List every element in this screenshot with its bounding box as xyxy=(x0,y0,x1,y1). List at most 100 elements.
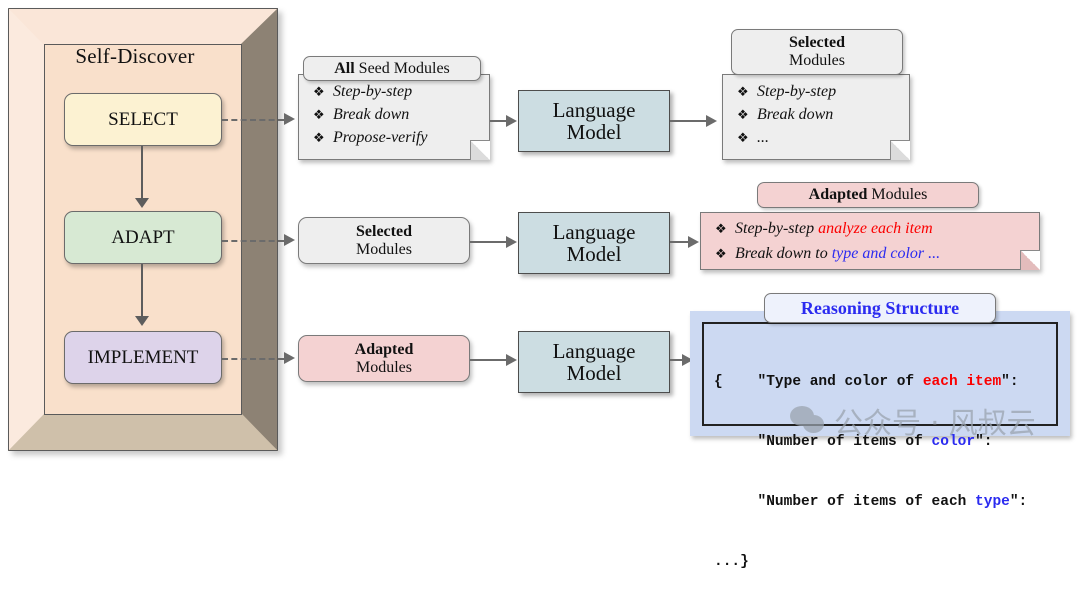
code-seg-accent: each item xyxy=(922,374,1002,390)
arrow-lm1-to-selected-head xyxy=(706,115,717,127)
bullet-icon: ❖ xyxy=(715,221,727,236)
stage-implement-label: IMPLEMENT xyxy=(87,346,199,368)
adapted-item-2-accent: type and color ... xyxy=(831,245,941,262)
arrow-adapt-to-implement-head xyxy=(135,316,149,326)
code-seg: ": xyxy=(1001,374,1019,390)
dashed-connector-implement xyxy=(222,358,284,360)
seed-module-3: Propose-verify xyxy=(333,129,428,146)
language-model-box-3: Language Model xyxy=(518,331,670,393)
reasoning-structure-code: { "Type and color of each item": "Number… xyxy=(702,322,1058,570)
list-item: ❖ Propose-verify xyxy=(299,130,489,146)
selected-modules-note: ❖ Step-by-step ❖ Break down ❖ ... xyxy=(722,74,910,160)
folded-corner-icon xyxy=(890,140,910,160)
stage-select-label: SELECT xyxy=(108,108,178,130)
bullet-icon: ❖ xyxy=(737,84,749,99)
arrow-lm2-to-adapted-head xyxy=(688,236,699,248)
arrow-select-to-adapt-head xyxy=(135,198,149,208)
stage-adapt[interactable]: ADAPT xyxy=(64,211,222,264)
arrow-select-to-adapt xyxy=(141,146,143,199)
adapted-modules-title: Adapted Modules xyxy=(757,182,979,208)
list-item: ❖ Step-by-step xyxy=(723,84,909,100)
arrow-lm3-to-reasoning xyxy=(670,359,684,361)
adapted-modules-input-box: Adapted Modules xyxy=(298,335,470,382)
arrow-lm3-to-reasoning-head xyxy=(682,354,693,366)
diagram-canvas: Self-Discover SELECT ADAPT IMPLEMENT ❖ S… xyxy=(8,8,1070,570)
code-seg: "Number of items of each xyxy=(714,494,976,510)
bullet-icon: ❖ xyxy=(737,107,749,122)
selected-module-2: Break down xyxy=(757,106,834,123)
arrow-lm2-to-adapted xyxy=(670,241,690,243)
arrow-selected-to-lm2-head xyxy=(506,236,517,248)
folded-corner-icon xyxy=(1020,250,1040,270)
folded-corner-icon xyxy=(470,140,490,160)
list-item: ❖ ... xyxy=(723,130,909,146)
bullet-icon: ❖ xyxy=(313,84,325,99)
code-seg: "Number of items of xyxy=(714,434,932,450)
stage-select[interactable]: SELECT xyxy=(64,93,222,146)
all-seed-modules-note: ❖ Step-by-step ❖ Break down ❖ Propose-ve… xyxy=(298,74,490,160)
code-line-4: ...} xyxy=(714,552,1056,572)
arrow-seed-to-lm1-head xyxy=(506,115,517,127)
language-model-box-2: Language Model xyxy=(518,212,670,274)
dashed-arrowhead-implement xyxy=(284,352,295,364)
selected-input-line2: Modules xyxy=(356,240,412,258)
code-seg: ...} xyxy=(714,554,749,570)
list-item: ❖ Break down xyxy=(723,107,909,123)
title-rest-part: Seed Modules xyxy=(354,59,450,77)
bullet-icon: ❖ xyxy=(313,107,325,122)
bullet-icon: ❖ xyxy=(313,130,325,145)
lm3-line2: Model xyxy=(566,361,622,385)
adapted-item-1-accent: analyze each item xyxy=(818,220,933,237)
adapted-item-2-plain: Break down to xyxy=(735,245,832,262)
frame-bevel-right xyxy=(241,8,278,451)
lm2-line1: Language xyxy=(552,219,636,244)
dashed-connector-adapt xyxy=(222,240,284,242)
code-seg: ": xyxy=(1009,494,1028,510)
selected-module-3: ... xyxy=(757,129,769,146)
title-bold-part: Selected xyxy=(789,34,845,52)
arrow-selected-to-lm2 xyxy=(470,241,508,243)
code-seg-accent: type xyxy=(975,494,1010,510)
frame-bevel-left xyxy=(8,8,45,451)
dashed-arrowhead-select xyxy=(284,113,295,125)
code-seg: { "Type and color of xyxy=(714,374,923,390)
all-seed-modules-title: All Seed Modules xyxy=(303,56,481,81)
frame-bevel-bottom xyxy=(8,414,278,451)
arrow-adapt-to-implement xyxy=(141,264,143,317)
bullet-icon: ❖ xyxy=(737,130,749,145)
stage-implement[interactable]: IMPLEMENT xyxy=(64,331,222,384)
reasoning-structure-title: Reasoning Structure xyxy=(764,293,996,323)
frame-bevel-top xyxy=(8,8,278,45)
adapted-item-1-plain: Step-by-step xyxy=(735,220,819,237)
arrow-lm1-to-selected xyxy=(670,120,708,122)
bullet-icon: ❖ xyxy=(715,246,727,261)
lm1-line2: Model xyxy=(566,120,622,144)
language-model-box-1: Language Model xyxy=(518,90,670,152)
selected-input-line1: Selected xyxy=(356,222,412,240)
list-item: ❖ Break down xyxy=(299,107,489,123)
arrow-adapted-to-lm3 xyxy=(470,359,508,361)
arrow-adapted-to-lm3-head xyxy=(506,354,517,366)
lm1-line1: Language xyxy=(552,97,636,122)
adapted-modules-note: ❖ Step-by-step analyze each item ❖ Break… xyxy=(700,212,1040,270)
page-title: Self-Discover xyxy=(75,44,195,68)
code-line-2: "Number of items of color": xyxy=(714,432,1056,452)
seed-module-1: Step-by-step xyxy=(333,83,413,100)
code-seg: ": xyxy=(975,434,993,450)
dashed-connector-select xyxy=(222,119,284,121)
selected-modules-input-box: Selected Modules xyxy=(298,217,470,264)
list-item: ❖ Step-by-step analyze each item xyxy=(701,221,1039,237)
code-line-1: { "Type and color of each item": xyxy=(714,372,1056,392)
stage-adapt-label: ADAPT xyxy=(111,226,175,248)
title-rest-part: Modules xyxy=(789,52,845,69)
code-seg-accent: color xyxy=(931,434,976,450)
list-item: ❖ Break down to type and color ... xyxy=(701,246,1039,262)
title-bold-part: All xyxy=(334,59,355,77)
lm2-line2: Model xyxy=(566,242,622,266)
selected-modules-title: Selected Modules xyxy=(731,29,903,75)
list-item: ❖ Step-by-step xyxy=(299,84,489,100)
seed-module-2: Break down xyxy=(333,106,410,123)
title-bold-part: Adapted xyxy=(808,186,868,204)
lm3-line1: Language xyxy=(552,338,636,363)
title-rest-part: Modules xyxy=(867,186,928,204)
